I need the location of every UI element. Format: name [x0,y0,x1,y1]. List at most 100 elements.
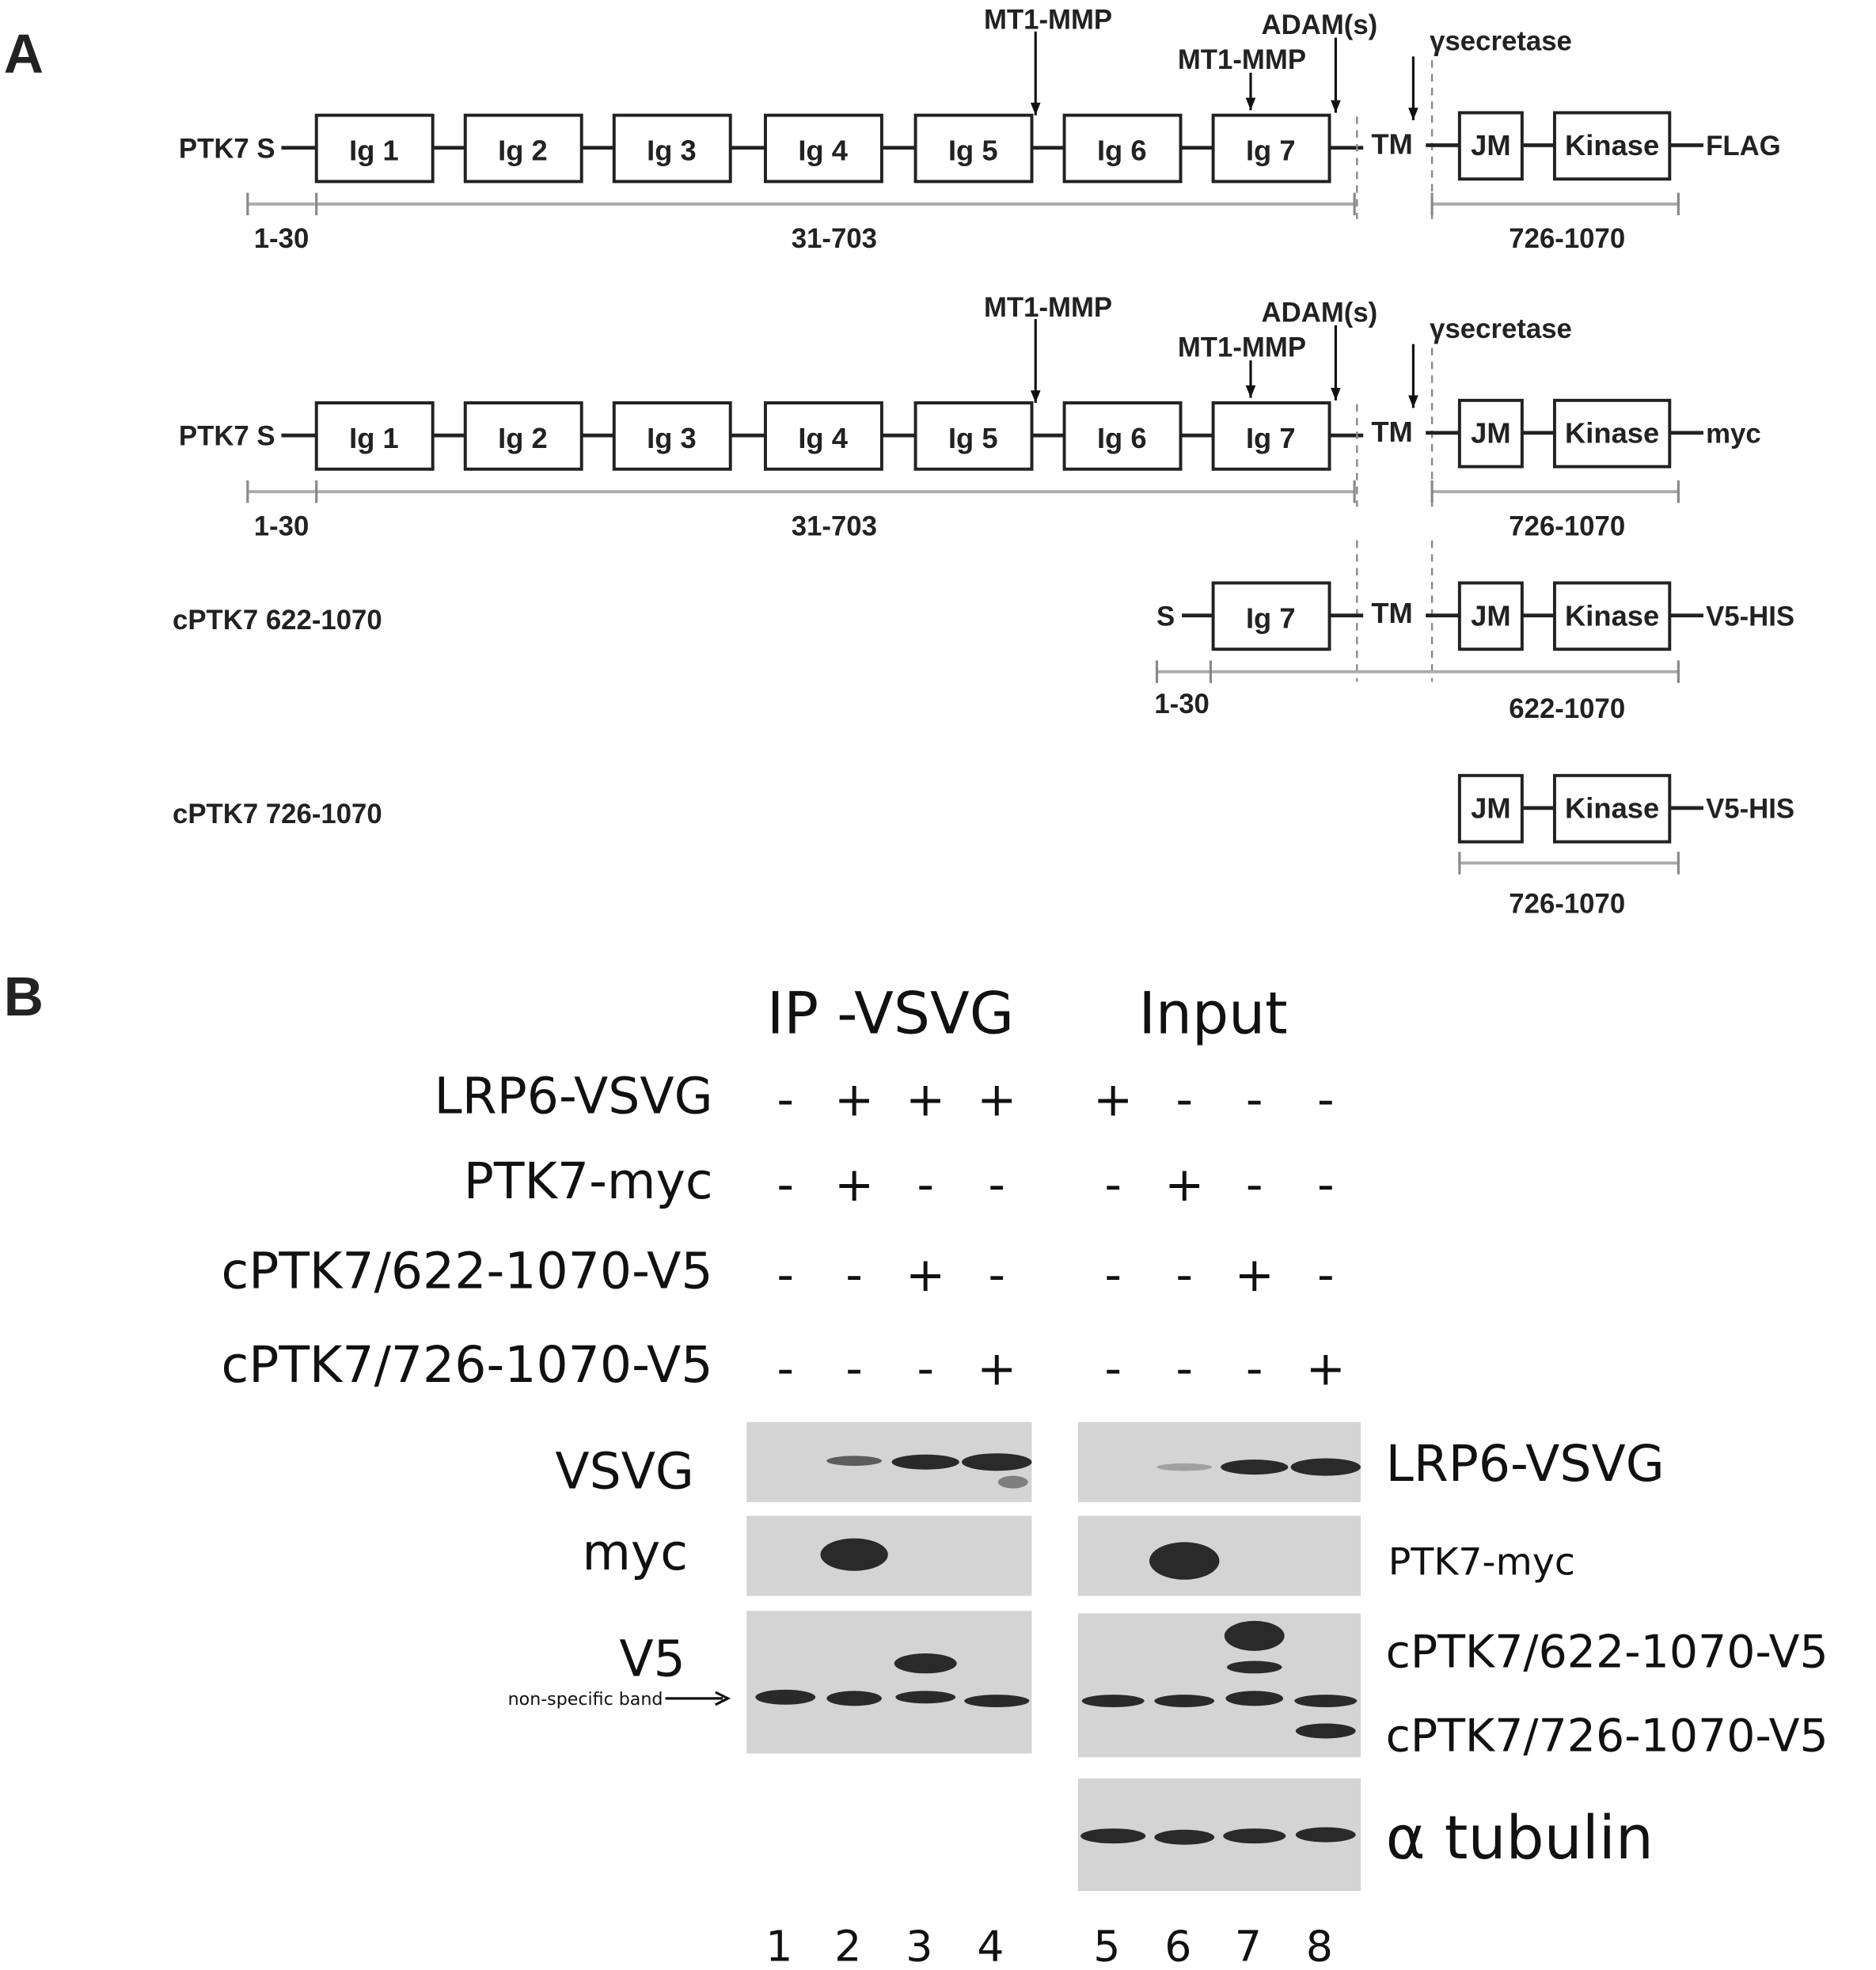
lane-number: 8 [1306,1922,1333,1970]
condition-sign: - [777,1157,794,1213]
blot-ip-myc [746,1516,1032,1596]
ip-header: IP -VSVG [767,981,1014,1047]
ig-domain-label: Ig 5 [948,422,998,454]
ig-domain-label: Ig 5 [948,134,998,166]
blot-ip-v5 [746,1611,1032,1754]
ig-domain-label: Ig 7 [1246,134,1296,166]
tag-label: V5-HIS [1706,795,1794,825]
ig-domain-label: Ig 7 [1246,422,1296,454]
arrowhead-icon [1245,97,1256,111]
jm-box [1457,398,1524,469]
condition-label: LRP6-VSVG [435,1066,713,1125]
condition-sign: - [988,1247,1005,1303]
condition-sign: - [1175,1247,1193,1303]
ig-domain-box [913,113,1034,184]
lane-number: 4 [977,1922,1004,1970]
jm-label: JM [1471,792,1510,825]
panel-a-label: A [4,23,44,85]
blot-label-lrp6: LRP6-VSVG [1386,1434,1665,1493]
blot-label-ptk7myc: PTK7-myc [1388,1540,1575,1584]
range-label: 726-1070 [1509,511,1625,541]
lane-number: 1 [765,1922,792,1970]
condition-sign: - [845,1247,863,1303]
kinase-label: Kinase [1565,792,1659,825]
construct-name: cPTK7 726-1070 [173,799,382,829]
arrowhead-icon [1245,385,1256,398]
lane-number: 6 [1164,1922,1191,1970]
cleavage-label: MT1-MMP [1178,45,1306,75]
arrowhead-icon [1408,395,1418,408]
range-label: 726-1070 [1509,890,1625,920]
ig-domain-label: Ig 4 [798,134,848,166]
condition-sign: - [1104,1157,1122,1213]
condition-sign: - [1175,1072,1193,1128]
condition-sign: - [845,1341,863,1396]
tm-label: TM [1371,128,1412,161]
range-label: 1-30 [254,511,310,541]
lane-number: 2 [834,1922,861,1970]
construct-name: cPTK7 622-1070 [173,605,382,636]
ig-domain-label: Ig 4 [798,422,848,454]
condition-sign: - [1246,1072,1263,1128]
condition-sign: - [1246,1157,1263,1213]
tag-label: V5-HIS [1706,602,1794,632]
kinase-label: Kinase [1565,129,1659,161]
lane-number: 7 [1235,1922,1262,1970]
arrowhead-icon [1030,102,1041,116]
condition-sign: - [777,1247,794,1303]
condition-sign: - [1246,1341,1263,1396]
tm-label: TM [1371,416,1412,448]
blots [746,1422,1361,1892]
cleavage-label: ADAM(s) [1262,298,1378,328]
range-label: 726-1070 [1509,224,1625,254]
blot-label-tubulin: α tubulin [1386,1803,1654,1873]
condition-sign: + [1164,1157,1204,1213]
ig-domain-box [314,401,435,471]
blot-label-c622: cPTK7/622-1070-V5 [1386,1626,1829,1678]
blot-label-myc: myc [582,1523,688,1581]
lane-number: 5 [1093,1922,1120,1970]
signal-label: S [1156,602,1175,632]
ig-domain-label: Ig 6 [1097,422,1147,454]
ig-domain-box [1062,401,1183,471]
ig-domain-box [1062,113,1183,184]
ig-domain-label: Ig 1 [349,134,399,166]
jm-label: JM [1471,599,1510,632]
ig-domain-label: Ig 1 [349,422,399,454]
condition-label: PTK7-myc [464,1152,713,1210]
condition-sign: + [906,1247,945,1303]
jm-label: JM [1471,417,1510,450]
condition-sign: + [977,1341,1016,1396]
condition-sign: - [917,1157,934,1213]
ig-domain-box [763,401,883,471]
tag-label: myc [1706,419,1761,450]
condition-table: LRP6-VSVG-++++---PTK7-myc-+---+--cPTK7/6… [221,1066,1345,1396]
blot-label-v5: V5 [619,1629,685,1687]
construct-cptk7-726: cPTK7 726-1070 JM Kinase V5-HIS 726-1070 [173,773,1794,920]
cleavage-label: MT1-MMP [984,293,1112,323]
construct-cptk7-622: cPTK7 622-1070 S Ig 7 TM JM Kinase V5-HI… [173,540,1794,724]
kinase-box [1552,773,1672,844]
arrowhead-icon [1030,390,1041,404]
blot-label-vsvg: VSVG [555,1441,694,1500]
domain-label: Ig 7 [1246,602,1296,634]
condition-sign: + [834,1072,874,1128]
ig-domain-label: Ig 2 [498,134,548,166]
condition-sign: + [1235,1247,1274,1303]
arrowhead-icon [1331,100,1341,113]
ig-domain-label: Ig 6 [1097,134,1147,166]
condition-sign: - [988,1157,1005,1213]
ig-domain-label: Ig 2 [498,422,548,454]
condition-sign: - [1104,1247,1122,1303]
tm-label: TM [1371,597,1412,629]
kinase-label: Kinase [1565,599,1659,632]
kinase-box [1552,111,1672,181]
condition-sign: - [1317,1157,1335,1213]
condition-sign: - [1175,1341,1193,1396]
tag-label: FLAG [1706,131,1781,161]
condition-sign: - [777,1072,794,1128]
condition-sign: + [1306,1341,1346,1396]
cleavage-label: γsecretase [1430,314,1572,344]
